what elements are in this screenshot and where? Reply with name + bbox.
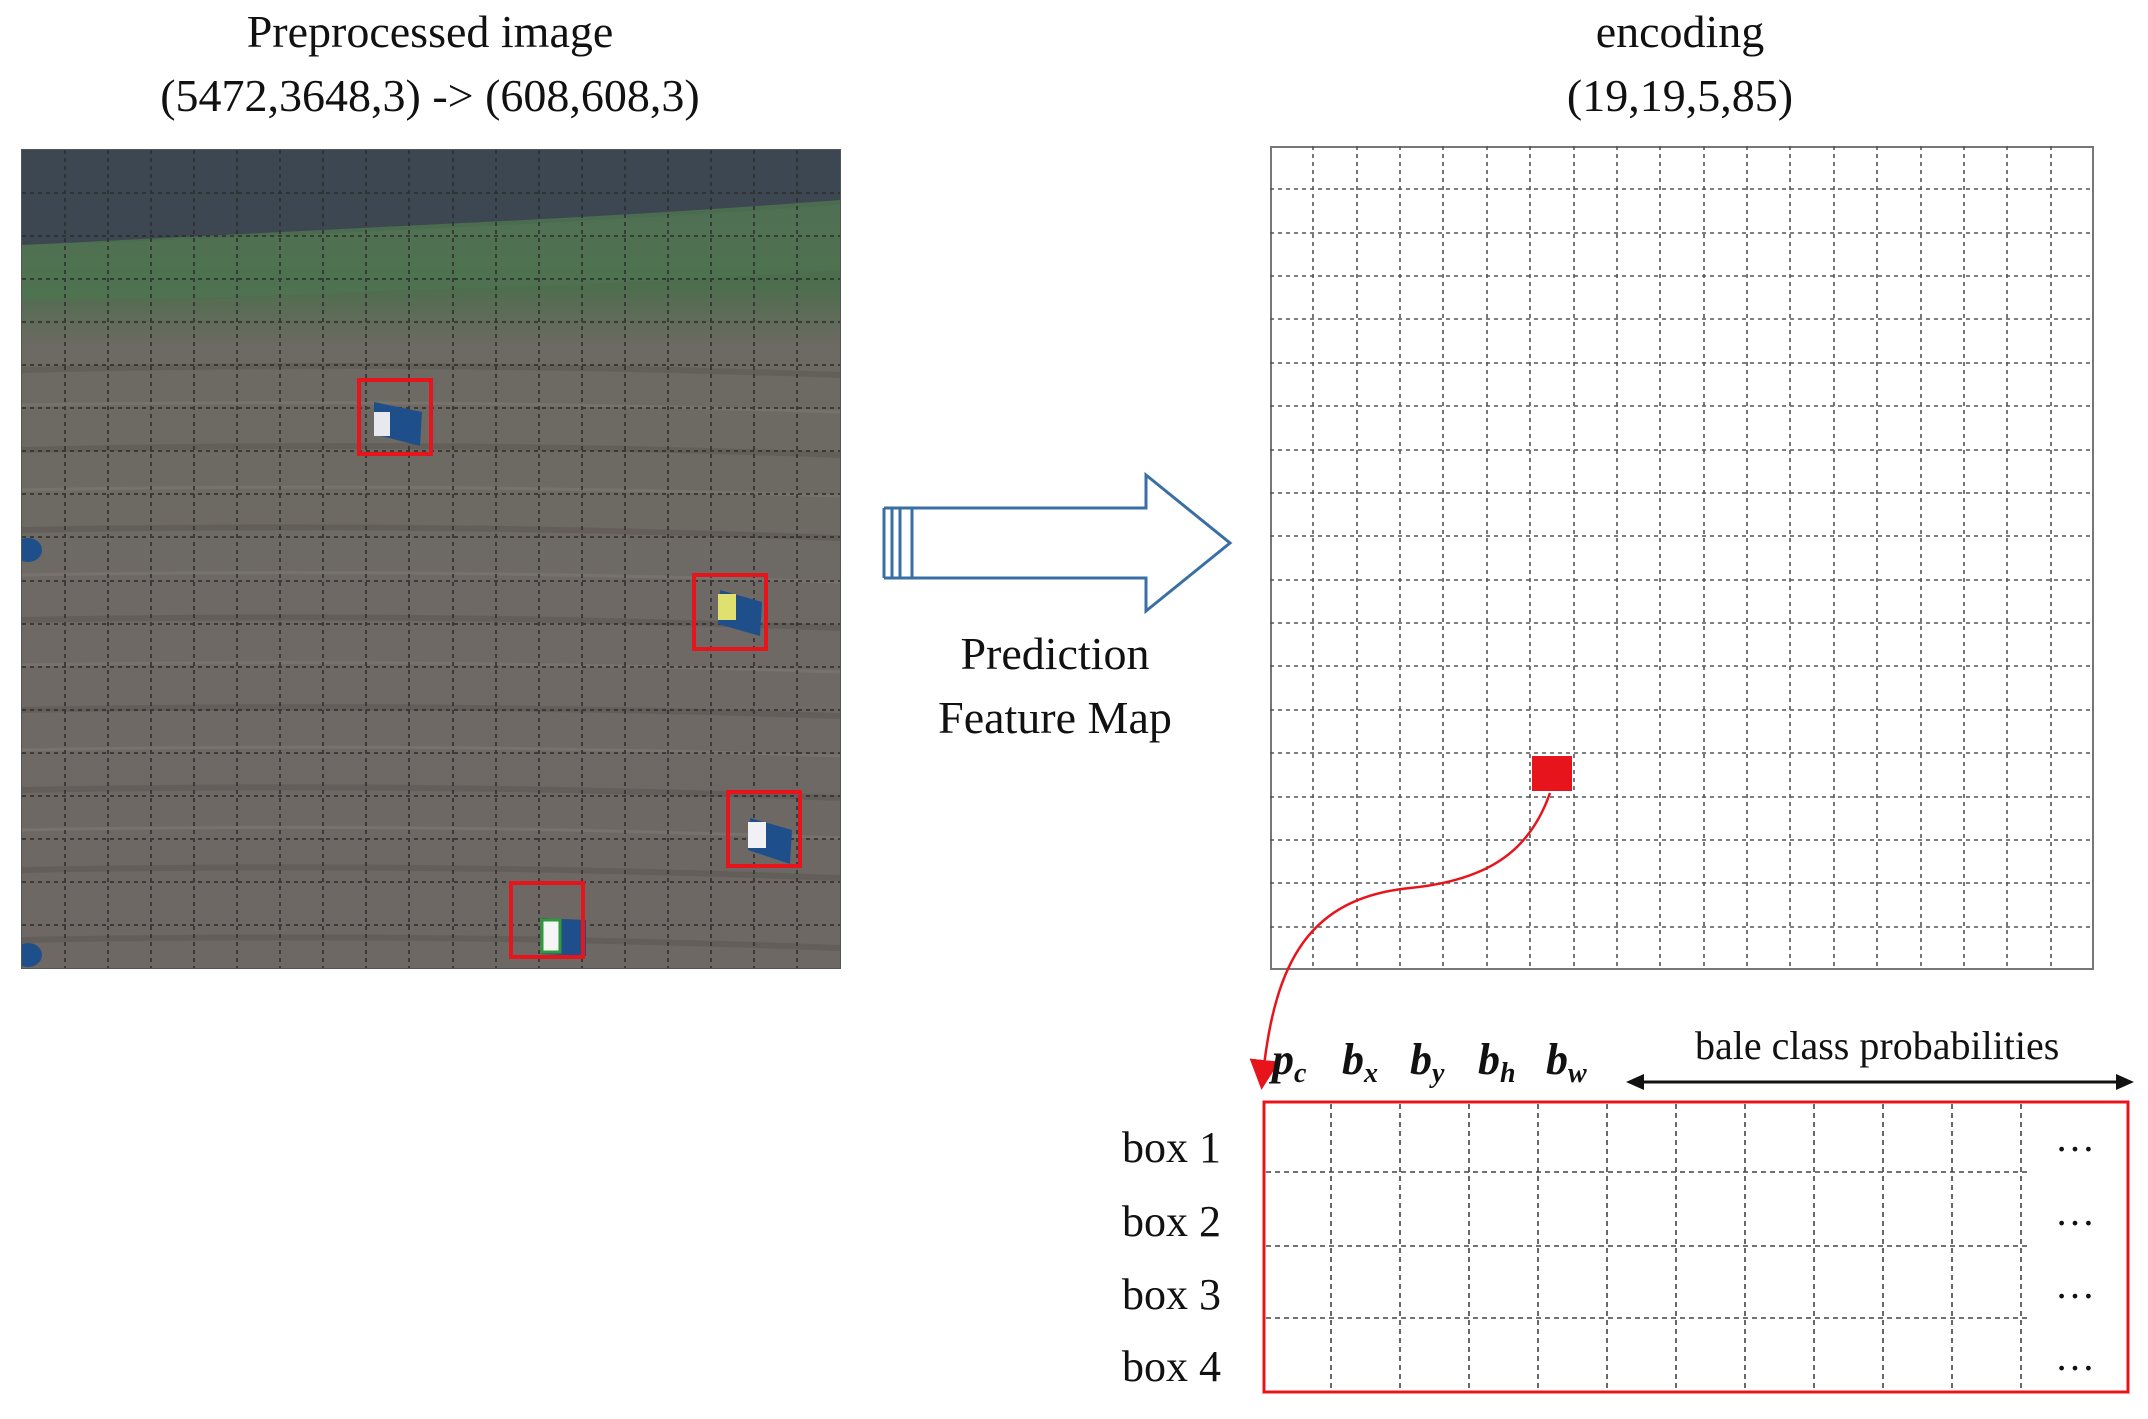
- encoding-grid-drawing: [1270, 146, 2094, 970]
- row-label-box-2: box 2: [1122, 1197, 1221, 1246]
- bale-2-face: [718, 594, 736, 620]
- prediction-label-line1: Prediction: [960, 628, 1150, 679]
- aerial-field-image: [21, 149, 841, 969]
- ellipsis-row-1: …: [2055, 1115, 2095, 1160]
- box-table: [1262, 1100, 2132, 1405]
- grass-strip: [22, 200, 840, 300]
- ellipsis-row-4: …: [2055, 1334, 2095, 1379]
- detection-box-4: [509, 881, 585, 959]
- bale-4-face: [540, 918, 562, 954]
- ellipsis-row-2: …: [2055, 1189, 2095, 1234]
- bale-class-probabilities-label: bale class probabilities: [1695, 1023, 2060, 1068]
- encoding-title-line1: encoding: [1595, 6, 1765, 57]
- detection-box-2: [692, 573, 768, 651]
- preprocessed-image-title-line2: (5472,3648,3) -> (608,608,3): [160, 70, 700, 121]
- detection-box-3: [726, 790, 802, 868]
- detection-boxes: [357, 378, 802, 959]
- encoding-grid-border: [1270, 146, 2094, 970]
- encoding-title: encoding (19,19,5,85): [1270, 0, 2090, 128]
- box-table-drawing: [1262, 1100, 2130, 1394]
- bx-label: bx: [1342, 1035, 1378, 1089]
- preprocessed-image-title: Preprocessed image (5472,3648,3) -> (608…: [0, 0, 860, 128]
- bale-edge-1: [22, 538, 42, 562]
- prediction-arrow: [878, 470, 1238, 625]
- bale-objects: [22, 402, 792, 967]
- encoding-title-line2: (19,19,5,85): [1566, 70, 1794, 121]
- selected-cell: [1532, 756, 1572, 791]
- aerial-field-drawing: [22, 150, 840, 968]
- bale-edge-2: [22, 943, 42, 967]
- prediction-label-line2: Feature Map: [938, 692, 1172, 743]
- bh-label: bh: [1478, 1035, 1516, 1089]
- detection-box-1: [357, 378, 433, 456]
- row-label-box-4: box 4: [1122, 1342, 1221, 1391]
- row-label-box-1: box 1: [1122, 1123, 1221, 1172]
- arrow-icon: [882, 471, 1233, 615]
- furrows: [22, 363, 840, 951]
- arrow-body: [910, 471, 1233, 615]
- bw-label: bw: [1546, 1035, 1587, 1089]
- bale-3-face: [748, 822, 766, 848]
- aerial-grid-overlay: [22, 150, 840, 968]
- ellipsis-row-3: …: [2055, 1262, 2095, 1307]
- encoding-grid: [1270, 146, 2096, 977]
- prediction-label: Prediction Feature Map: [880, 622, 1230, 750]
- box-table-border: [1262, 1100, 2130, 1394]
- box-table-lines: [1266, 1104, 2027, 1390]
- row-label-box-3: box 3: [1122, 1270, 1221, 1319]
- encoding-grid-lines: [1270, 146, 2094, 970]
- by-label: by: [1410, 1035, 1445, 1089]
- preprocessed-image-title-line1: Preprocessed image: [246, 6, 614, 57]
- bale-1-face: [374, 412, 390, 436]
- tree-line: [22, 150, 840, 245]
- pc-label: pc: [1272, 1035, 1307, 1089]
